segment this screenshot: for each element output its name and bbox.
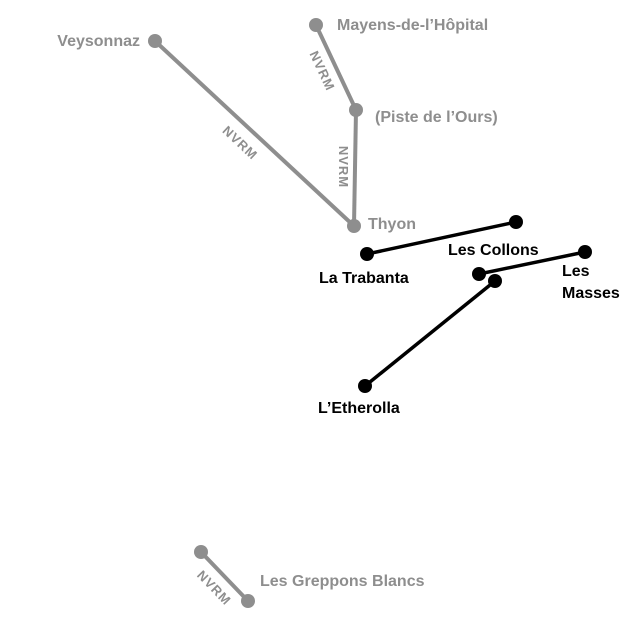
- station-label-veysonnaz: Veysonnaz: [57, 33, 140, 51]
- station-node-piste-de-lours: [349, 103, 363, 117]
- station-node-letherolla: [358, 379, 372, 393]
- station-node-greppons-bottom: [241, 594, 255, 608]
- station-label-piste-de-lours: (Piste de l’Ours): [375, 109, 498, 127]
- lift-line-veysonnaz-thyon: [153, 39, 356, 228]
- lift-line-la-trabanta-les-collons: [366, 220, 517, 256]
- station-node-junction-west: [472, 267, 486, 281]
- station-node-greppons-top: [194, 545, 208, 559]
- lift-line-piste-de-lours-thyon: [352, 109, 358, 227]
- station-label-les-masses-line2: Masses: [562, 285, 620, 303]
- station-node-thyon: [347, 219, 361, 233]
- lift-line-junction-west-les-masses: [478, 250, 586, 276]
- station-label-thyon: Thyon: [368, 216, 416, 234]
- station-node-les-collons: [509, 215, 523, 229]
- station-node-junction-east: [488, 274, 502, 288]
- station-node-mayens-de-lhopital: [309, 18, 323, 32]
- lift-line-mayens-de-lhopital-piste-de-lours: [314, 24, 358, 111]
- station-label-les-collons: Les Collons: [448, 242, 539, 260]
- station-label-letherolla: L’Etherolla: [318, 400, 400, 418]
- lift-label-nvrm-piste-thyon: NVRM: [335, 145, 351, 189]
- station-label-la-trabanta: La Trabanta: [319, 270, 409, 288]
- lift-line-letherolla-junction-east: [363, 279, 497, 388]
- station-label-les-greppons-blancs: Les Greppons Blancs: [260, 573, 425, 591]
- station-node-la-trabanta: [360, 247, 374, 261]
- lift-line-greppons-top-greppons-bottom: [199, 550, 250, 603]
- station-label-mayens-de-lhopital: Mayens-de-l’Hôpital: [337, 17, 489, 35]
- station-node-veysonnaz: [148, 34, 162, 48]
- station-label-les-masses-line1: Les: [562, 263, 590, 281]
- station-node-les-masses: [578, 245, 592, 259]
